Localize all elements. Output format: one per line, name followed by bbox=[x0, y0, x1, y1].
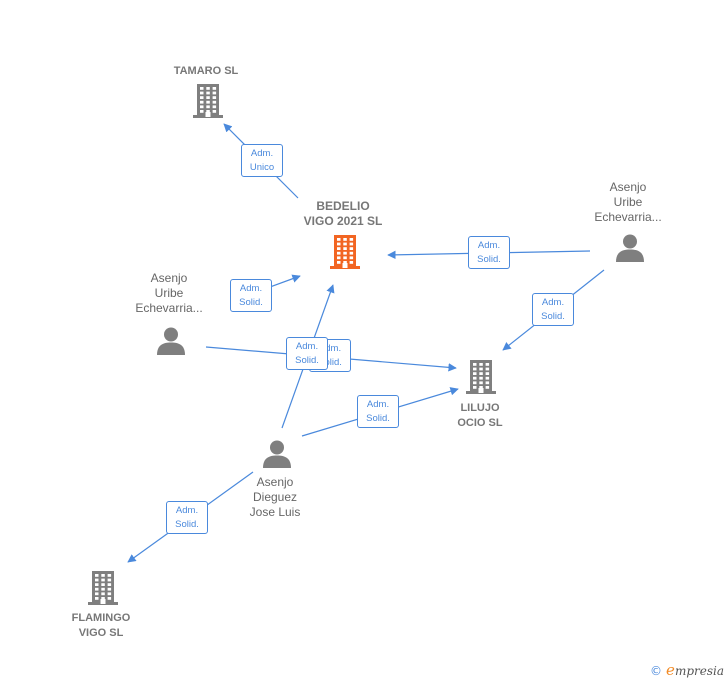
role-badge[interactable]: Adm. Unico bbox=[241, 144, 283, 177]
role-badge-line2: Unico bbox=[249, 162, 275, 173]
building-icon[interactable] bbox=[466, 360, 496, 399]
copyright-footer[interactable]: ©empresia bbox=[650, 661, 724, 679]
role-badge-line1: Adm. bbox=[318, 343, 342, 354]
role-badge-line1: Adm. bbox=[366, 399, 390, 410]
role-badge-line2: Solid. bbox=[366, 413, 390, 424]
role-badge[interactable]: Adm. Solid. bbox=[166, 501, 208, 534]
company-name-label[interactable]: LILUJO OCIO SL bbox=[457, 402, 503, 429]
role-badge-line2: Solid. bbox=[477, 254, 501, 265]
role-badge[interactable]: Adm. Solid. bbox=[357, 395, 399, 428]
building-icon[interactable] bbox=[88, 571, 118, 610]
company-name-label[interactable]: FLAMINGO VIGO SL bbox=[71, 612, 131, 639]
person-name-label[interactable]: Asenjo Uribe Echevarria... bbox=[135, 271, 203, 315]
role-badge-line1: Adm. bbox=[239, 283, 263, 294]
company-name-label[interactable]: BEDELIO VIGO 2021 SL bbox=[303, 199, 383, 228]
role-badge-line1: Adm. bbox=[295, 341, 319, 352]
role-badge[interactable]: Adm. Solid. bbox=[532, 293, 574, 326]
person-icon[interactable] bbox=[262, 439, 292, 474]
edges bbox=[127, 123, 605, 563]
role-badge-line2: Solid. bbox=[541, 311, 565, 322]
person-icon[interactable] bbox=[615, 233, 645, 268]
role-badge-line1: Adm. bbox=[175, 505, 199, 516]
role-badge-line1: Adm. bbox=[477, 240, 501, 251]
company-name-label[interactable]: TAMARO SL bbox=[173, 65, 239, 77]
role-badge[interactable]: Adm. Solid. bbox=[230, 279, 272, 312]
role-badge-line2: Solid. bbox=[239, 297, 263, 308]
person-icon[interactable] bbox=[156, 326, 186, 361]
role-badge-line2: Solid. bbox=[295, 355, 319, 366]
person-name-label[interactable]: Asenjo Uribe Echevarria... bbox=[594, 180, 662, 224]
building-icon[interactable] bbox=[193, 84, 223, 123]
building-icon[interactable] bbox=[330, 235, 360, 274]
brand-initial: e bbox=[666, 661, 675, 679]
role-badge[interactable]: Adm. Solid. bbox=[286, 337, 328, 370]
person-name-label[interactable]: Asenjo Dieguez Jose Luis bbox=[249, 475, 301, 519]
role-badge-line2: Solid. bbox=[175, 519, 199, 530]
role-badge-line1: Adm. bbox=[541, 297, 565, 308]
copyright-icon: © bbox=[650, 664, 663, 678]
brand-name: mpresia bbox=[674, 664, 724, 678]
role-badge-line1: Adm. bbox=[250, 148, 274, 159]
role-badge[interactable]: Adm. Solid. bbox=[468, 236, 510, 269]
role-badge-line2: Solid. bbox=[318, 357, 342, 368]
